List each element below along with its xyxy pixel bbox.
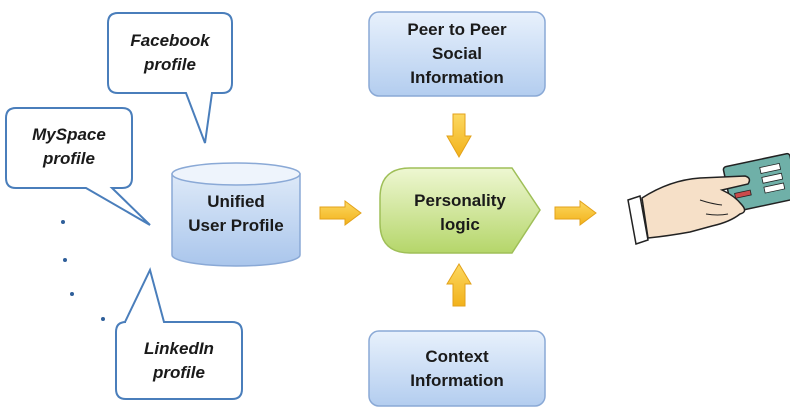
context-box (368, 330, 546, 407)
arrow-context-to-logic (446, 263, 472, 307)
context-label: Context Information (369, 345, 545, 393)
myspace-callout-bubble (5, 107, 151, 226)
logic-label: Personality logic (390, 189, 530, 237)
ellipsis-dots (61, 220, 105, 321)
hand-holding-card-icon (627, 152, 790, 245)
linkedin-line-1: LinkedIn (144, 339, 214, 358)
peer-box (368, 11, 546, 97)
facebook-profile-label: Facebook profile (108, 29, 232, 77)
myspace-profile-label: MySpace profile (6, 123, 132, 171)
unified-line-2: User Profile (188, 216, 284, 235)
arrow-unified-to-logic (319, 200, 362, 226)
unified-line-1: Unified (207, 192, 265, 211)
arrow-peer-to-logic (446, 113, 472, 159)
arrow-logic-to-hand (554, 200, 597, 226)
linkedin-callout-bubble (115, 267, 243, 400)
logic-line-2: logic (440, 215, 480, 234)
linkedin-line-2: profile (153, 363, 205, 382)
facebook-callout-bubble (107, 12, 233, 144)
unified-profile-label: Unified User Profile (172, 190, 300, 238)
facebook-line-1: Facebook (130, 31, 210, 50)
peer-line-2: Social (431, 44, 483, 63)
peer-label: Peer to Peer Social Information (369, 18, 545, 90)
myspace-line-2: profile (43, 149, 95, 168)
logic-shape (379, 167, 541, 254)
peer-line-3: Information (410, 68, 504, 87)
linkedin-profile-label: LinkedIn profile (116, 337, 242, 385)
context-line-2: Information (410, 371, 504, 390)
myspace-line-1: MySpace (32, 125, 106, 144)
database-cylinder-icon (171, 162, 301, 267)
logic-line-1: Personality (414, 191, 506, 210)
peer-line-1: Peer to Peer (407, 20, 507, 39)
facebook-line-2: profile (144, 55, 196, 74)
context-line-1: Context (425, 347, 489, 366)
